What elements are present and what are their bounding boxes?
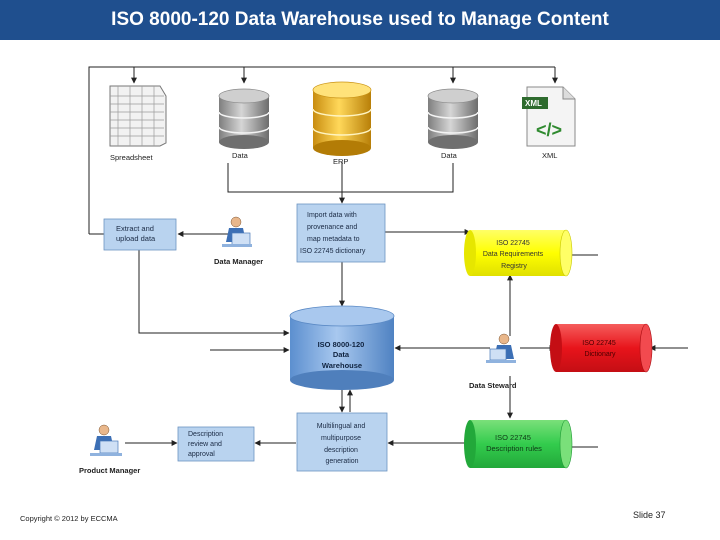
review-line-1: Description (188, 431, 223, 438)
data-source-2: Data (427, 88, 479, 160)
red-line-2: Dictionary (584, 351, 616, 358)
green-line-2: Description rules (486, 444, 542, 453)
product-manager: Product Manager (79, 424, 140, 475)
data-steward-label: Data Steward (469, 381, 517, 390)
import-line-2: provenance and (307, 224, 357, 231)
description-rules-registry: ISO 22745 Description rules (464, 419, 573, 469)
svg-text:Import data with provena: Import data with provenance and map meta… (300, 212, 366, 255)
iso-dictionary: ISO 22745 Dictionary (550, 323, 653, 373)
erp-label: ERP (333, 157, 348, 166)
database-icon (427, 88, 479, 149)
svg-text:ISO 22745 Dictionary: ISO 22745 Dictionary (582, 340, 617, 358)
warehouse-line-2: Data (333, 350, 350, 359)
multilingual-generation-box: Multilingual and multipurpose descriptio… (296, 412, 388, 472)
warehouse-line-3: Warehouse (322, 361, 362, 370)
xml-code-glyph: </> (536, 120, 562, 140)
spreadsheet-source: Spreadsheet (109, 85, 167, 162)
svg-text:Extract and upload data: Extract and upload data (116, 224, 156, 243)
database-icon (218, 88, 270, 149)
erp-database-icon (312, 81, 372, 156)
data-source-2-label: Data (441, 151, 458, 160)
red-line-1: ISO 22745 (582, 340, 616, 347)
data-warehouse: ISO 8000-120 Data Warehouse (289, 305, 395, 390)
multilingual-line-1: Multilingual and (317, 423, 366, 430)
spreadsheet-label: Spreadsheet (110, 153, 153, 162)
import-line-4: ISO 22745 dictionary (300, 248, 366, 255)
person-at-desk-icon (222, 216, 252, 247)
person-at-desk-icon (486, 333, 516, 363)
slide-title: ISO 8000-120 Data Warehouse used to Mana… (0, 0, 720, 40)
multilingual-line-2: multipurpose (321, 435, 361, 442)
extract-upload-box: Extract and upload data (103, 218, 177, 251)
spreadsheet-icon (109, 85, 167, 147)
yellow-line-2: Data Requirements (483, 251, 544, 258)
yellow-line-3: Registry (501, 263, 527, 270)
review-line-3: approval (188, 451, 215, 458)
description-review-box: Description review and approval (177, 426, 255, 462)
svg-text:ISO 22745 Data Requireme: ISO 22745 Data Requirements Registry (483, 240, 545, 270)
connector-lines (88, 66, 688, 450)
data-steward: Data Steward (469, 333, 517, 390)
person-at-desk-icon (90, 424, 122, 456)
slide-number: Slide 37 (633, 510, 666, 520)
data-requirements-registry: ISO 22745 Data Requirements Registry (464, 229, 573, 277)
svg-text:ISO 8000-120 Data: ISO 8000-120 Data Warehouse (318, 340, 367, 370)
import-line-3: map metadata to (307, 236, 360, 243)
green-line-1: ISO 22745 (495, 433, 531, 442)
extract-line-2: upload data (116, 234, 156, 243)
import-mapping-box: Import data with provenance and map meta… (296, 203, 386, 263)
xml-label: XML (542, 151, 557, 160)
data-source-1-label: Data (232, 151, 249, 160)
svg-text:Description review and: Description review and approval (188, 431, 225, 458)
svg-text:ISO 22745 Description ru: ISO 22745 Description rules (486, 433, 542, 453)
data-manager: Data Manager (214, 216, 263, 266)
extract-line-1: Extract and (116, 224, 154, 233)
copyright-note: Copyright © 2012 by ECCMA (20, 514, 118, 523)
multilingual-line-4: generation (325, 458, 358, 465)
data-manager-label: Data Manager (214, 257, 263, 266)
xml-file-icon: XML </> (522, 86, 576, 147)
warehouse-line-1: ISO 8000-120 (318, 340, 365, 349)
svg-text:Multilingual and multipu: Multilingual and multipurpose descriptio… (317, 423, 368, 465)
xml-source: XML </> XML (522, 86, 576, 160)
multilingual-line-3: description (324, 447, 358, 454)
review-line-2: review and (188, 441, 222, 448)
xml-badge: XML (525, 99, 542, 108)
product-manager-label: Product Manager (79, 466, 140, 475)
data-source-1: Data (218, 88, 270, 160)
yellow-line-1: ISO 22745 (496, 240, 530, 247)
import-line-1: Import data with (307, 212, 357, 219)
erp-source: ERP (312, 81, 372, 166)
